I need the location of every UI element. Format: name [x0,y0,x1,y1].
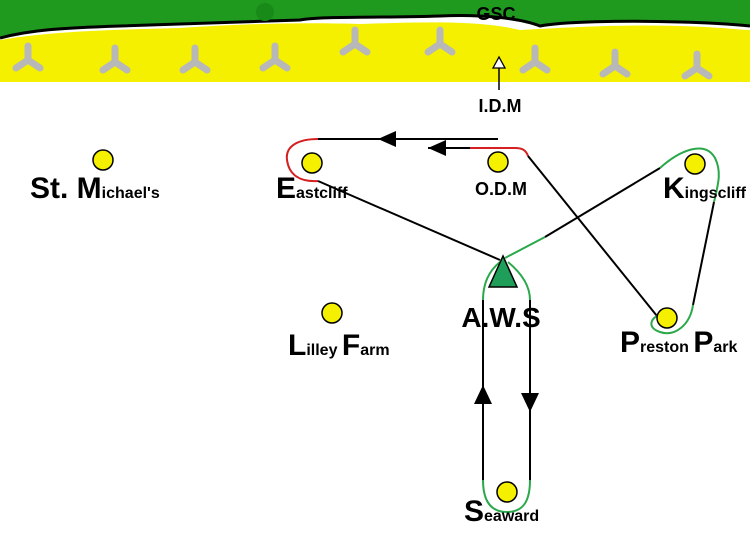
tripod-icon [12,42,44,72]
label-preston-park-rest-1: reston [640,339,693,356]
label-st-michaels: St. Michael's [30,172,160,205]
tripod-icon [599,48,631,78]
label-eastcliff-initial: E [276,172,296,205]
route-kingscliff-preston [692,201,715,306]
tripod-icon [519,44,551,74]
arrow-left-icon [428,140,446,156]
route-aws-kingscliff-green [504,236,546,259]
coast-edge [0,13,750,40]
station-dot-seaward [496,481,518,503]
label-preston-park-initial-1: P [620,326,640,359]
label-seaward: Seaward [464,495,539,528]
label-lilley-farm-initial-2: F [342,329,360,362]
label-seaward-initial: S [464,495,484,528]
route-lines [285,138,720,514]
label-lilley-farm-rest-1: illey [306,342,342,359]
station-dots [92,149,706,503]
tripod-icon [339,26,371,56]
aws-triangle-icon [487,254,519,288]
route-odm-red [470,147,529,157]
route-kingscliff-loop [659,147,720,203]
tripod-icon [424,26,456,56]
route-eastcliff-loop [285,138,319,183]
route-preston-loop [650,304,694,335]
tripod-icon [681,50,713,80]
station-dot-odm [487,151,509,173]
beach-tripods [12,26,713,80]
tripod-icon [99,44,131,74]
label-kingscliff-rest: ingscliff [685,185,747,202]
route-eastcliff-aws [317,180,501,261]
label-aws: A.W.S [461,302,540,333]
grass-strip [0,0,750,38]
tripod-icon [259,42,291,72]
label-lilley-farm-initial-1: L [288,329,306,362]
route-aws-right-green [507,261,531,301]
label-kingscliff-initial: K [663,172,685,205]
station-dot-kingscliff [684,153,706,175]
label-seaward-rest: eaward [484,508,539,525]
station-dot-preston-park [656,307,678,329]
route-aws-left-green [482,261,501,301]
arrow-down-icon [521,393,539,412]
label-lilley-farm: Lilley Farm [288,329,390,362]
coastline [0,0,750,83]
tripod-icon [179,44,211,74]
label-lilley-farm-rest-2: arm [360,342,389,359]
route-odm-preston [527,155,658,317]
idm-marker: I.D.M [479,55,522,116]
route-seaward-loop [482,479,531,514]
label-preston-park-rest-2: ark [713,339,737,356]
route-aws-kingscliff [544,167,661,238]
label-kingscliff: Kingscliff [663,172,747,205]
station-dot-lilley-farm [321,302,343,324]
station-dot-eastcliff [301,152,323,174]
label-preston-park-initial-2: P [693,326,713,359]
route-arrows [378,131,539,412]
idm-label: I.D.M [479,96,522,116]
label-st-michaels-initial: St. M [30,172,102,205]
gsc-label: GSC [476,4,515,24]
grass-dot [256,3,274,21]
arrow-left-icon [378,131,396,147]
label-odm: O.D.M [475,179,527,199]
label-eastcliff: Eastcliff [276,172,348,205]
label-preston-park: Preston Park [620,326,738,359]
arrow-up-icon [474,385,492,404]
label-eastcliff-rest: astcliff [296,185,348,202]
idm-arrow-head [491,55,507,69]
label-st-michaels-rest: ichael's [102,185,160,202]
station-dot-st-michaels [92,149,114,171]
